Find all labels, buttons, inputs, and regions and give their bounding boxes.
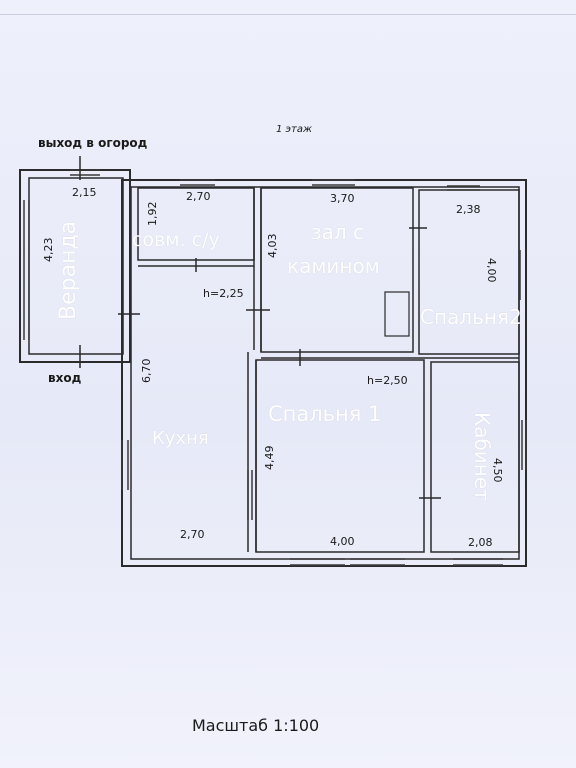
floor-title: 1 этаж [276,124,312,135]
fireplace [384,291,410,337]
room-bathroom-label: совм. с/у [132,229,220,251]
dim-hall-width: 3,70 [330,192,355,205]
dim-bathroom-length: 1,92 [146,201,159,227]
entrance-label: вход [48,371,82,385]
room-bedroom1-label: Спальня 1 [268,402,382,426]
office-wall [430,361,520,553]
room-veranda-label: Веранда [56,220,81,320]
dim-bedroom1-length: 4,49 [263,445,276,471]
dim-veranda-length: 4,23 [42,237,55,263]
dim-kitchen-length: 6,70 [140,358,153,384]
room-hall-label-2: камином [287,254,380,278]
room-bedroom2-label: Спальня2 [420,305,522,329]
dim-bedroom1-height: h=2,50 [367,374,408,387]
dim-kitchen-width: 2,70 [180,528,205,541]
room-kitchen-label: Кухня [152,428,209,449]
exit-to-garden-label: выход в огород [38,136,148,150]
dim-veranda-width: 2,15 [72,186,97,199]
dim-office-length: 4,50 [491,458,504,483]
room-hall-label-1: зал с [311,220,365,244]
dim-kitchen-height: h=2,25 [203,287,244,300]
dim-hall-length: 4,03 [266,233,279,259]
dim-bedroom1-width: 4,00 [330,535,355,548]
dim-bathroom-width: 2,70 [186,190,211,203]
dim-bedroom2-length: 4,00 [485,258,498,283]
scale-label: Масштаб 1:100 [192,716,320,735]
hall-wall [260,187,414,353]
bedroom1-wall [255,359,425,553]
room-office-label: Кабинет [470,412,494,501]
sheet-top-edge [0,0,576,15]
dim-office-width: 2,08 [468,536,493,549]
dim-bedroom2-width: 2,38 [456,203,481,216]
